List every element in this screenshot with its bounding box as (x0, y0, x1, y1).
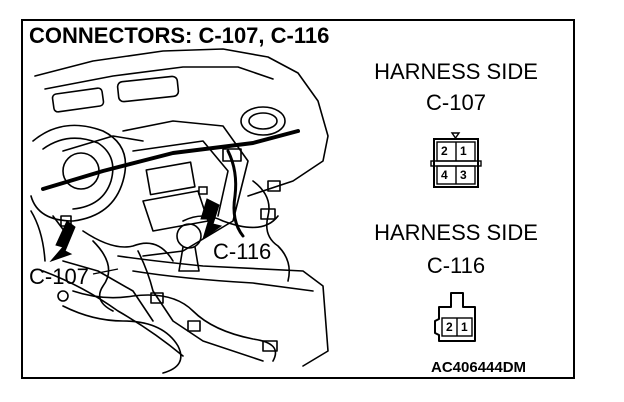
c116-pin-label: 2 (446, 320, 453, 334)
c107-pin-label: 1 (460, 144, 467, 158)
c107-pin-label: 3 (460, 168, 467, 182)
c116-arrow-icon (200, 198, 223, 241)
dashboard-illustration (30, 48, 482, 374)
c116-pin-label: 1 (461, 320, 468, 334)
c116-callout-label: C-116 (213, 239, 272, 264)
c116-connector-diagram (434, 292, 476, 342)
diagram-title: CONNECTORS: C-107, C-116 (29, 23, 330, 48)
diagram-frame: CONNECTORS: C-107, C-116 (21, 19, 575, 379)
c107-pin-label: 2 (441, 144, 448, 158)
figure-code: AC406444DM (431, 359, 527, 376)
c116-connector-name: C-116 (426, 253, 486, 278)
c107-callout-label: C-107 (29, 264, 89, 289)
c107-pin-label: 4 (441, 168, 448, 182)
c107-arrow-icon (49, 220, 76, 263)
c116-side-label: HARNESS SIDE (374, 220, 538, 245)
c107-connector-name: C-107 (426, 90, 486, 115)
c107-connector-diagram (430, 132, 482, 188)
c107-side-label: HARNESS SIDE (374, 59, 538, 84)
